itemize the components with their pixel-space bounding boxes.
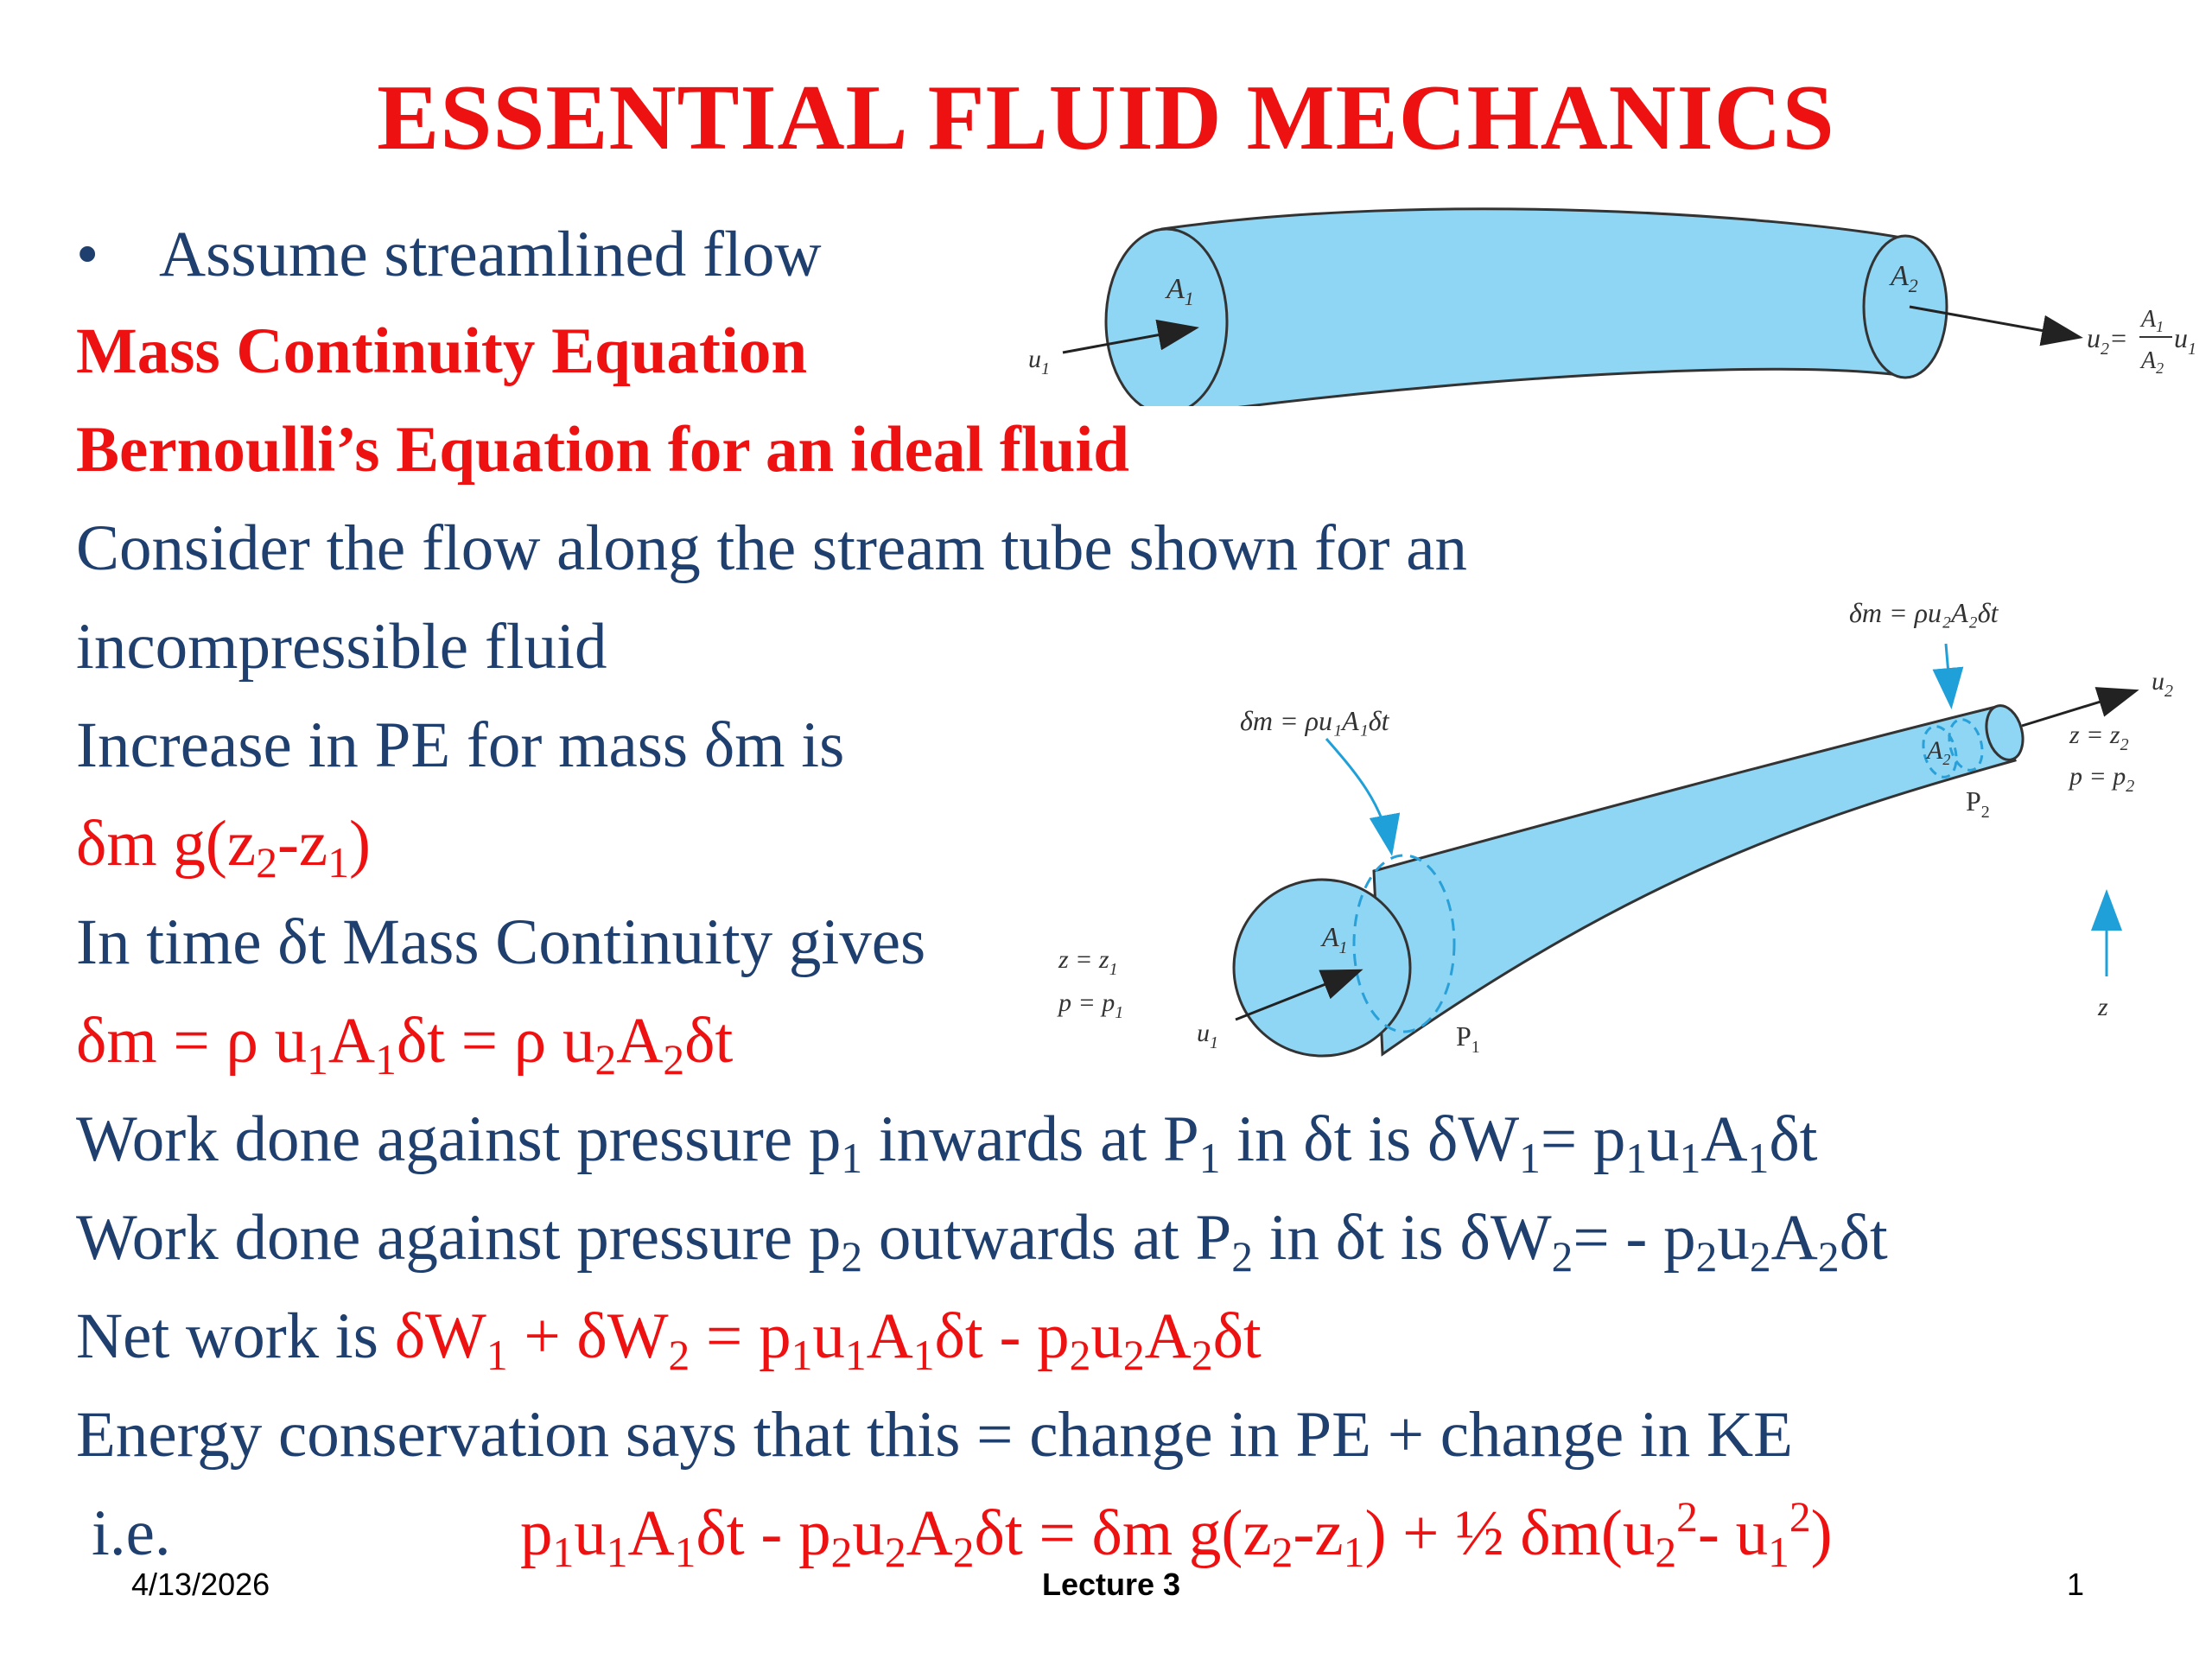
bullet-line: • Assume streamlined flow <box>76 216 822 294</box>
svg-text:u2=: u2= <box>2087 322 2128 359</box>
inclined-inlet-ellipse <box>1232 878 1412 1058</box>
text-in-time: In time δt Mass Continuity gives <box>76 906 926 978</box>
bullet-dot: • <box>76 219 99 290</box>
eq-bernoulli-derivation: p1u1A1δt - p2u2A2δt = δm g(z2-z1) + ½ δm… <box>520 1492 1833 1576</box>
label-inclined-a1: A1 <box>1320 921 1348 957</box>
tube-outlet-ellipse <box>1862 234 1948 379</box>
slide-title: ESSENTIAL FLUID MECHANICS <box>377 67 1835 169</box>
label-z2-eq: z = z2 <box>2069 721 2129 754</box>
label-u2-equation: u2= A1 A2 u1 <box>2087 306 2195 377</box>
text-net-work: Net work is δW1 + δW2 = p1u1A1δt - p2u2A… <box>76 1300 1262 1379</box>
label-inclined-u2: u2 <box>2152 667 2173 701</box>
label-p2-point: P2 <box>1966 785 1990 822</box>
text-ie: i.e. <box>92 1497 171 1569</box>
label-inclined-u1: u1 <box>1197 1019 1218 1052</box>
eq-pe: δm g(z2-z1) <box>76 808 371 887</box>
svg-text:A2: A2 <box>2139 347 2164 377</box>
inclined-inlet-arrow <box>1235 969 1363 1021</box>
inclined-inlet-dashed <box>1352 854 1456 1033</box>
inclined-tube-body <box>1372 705 2017 1057</box>
bullet-text: Assume streamlined flow <box>159 219 822 290</box>
text-energy: Energy conservation says that this = cha… <box>76 1399 1793 1471</box>
inclined-outlet-ellipse <box>1985 704 2024 761</box>
dm-top-pointer <box>1932 643 1964 709</box>
tube-body <box>1160 207 1907 406</box>
label-dm-top: δm = ρu₂A₂δt <box>1849 597 1999 628</box>
eq-net-work: δW1 + δW2 = p1u1A1δt - p2u2A2δt <box>394 1300 1262 1379</box>
outlet-arrow <box>1909 305 2083 346</box>
label-z-axis: z <box>2097 993 2108 1021</box>
label-a1: A1 <box>1165 273 1194 309</box>
label-dm-left: δm = ρu₁A₁δt <box>1240 705 1390 736</box>
label-u1: u1 <box>1028 345 1050 378</box>
svg-text:A1: A1 <box>2139 306 2164 335</box>
inclined-stream-tube-diagram: δm = ρu₂A₂δt δm = ρu₁A₁δt A1 A2 u1 u2 P1… <box>1057 597 2173 1058</box>
text-consider-2: incompressible fluid <box>76 611 607 683</box>
eq-mass-continuity: δm = ρ u1A1δt = ρ u2A2δt <box>76 1005 734 1084</box>
footer-page-number: 1 <box>2067 1567 2085 1602</box>
text-work-p2: Work done against pressure p2 outwards a… <box>76 1202 1888 1281</box>
inclined-outlet-arrow <box>2021 687 2139 728</box>
inlet-arrow <box>1062 319 1199 354</box>
svg-text:u1: u1 <box>2174 322 2195 359</box>
label-p2-eq: p = p2 <box>2068 762 2134 796</box>
heading-mass-continuity: Mass Continuity Equation <box>76 315 808 387</box>
label-p1-point: P1 <box>1456 1020 1480 1057</box>
dm-left-pointer <box>1325 738 1401 856</box>
label-p1-eq: p = p1 <box>1057 988 1123 1022</box>
label-inclined-a2: A2 <box>1925 736 1950 768</box>
label-a2: A2 <box>1889 260 1918 296</box>
text-work-p1: Work done against pressure p1 inwards at… <box>76 1103 1818 1182</box>
footer-lecture: Lecture 3 <box>1042 1567 1181 1602</box>
footer-date: 4/13/2026 <box>131 1567 270 1602</box>
text-increase-pe: Increase in PE for mass δm is <box>76 709 845 781</box>
inclined-outlet-dashed-1 <box>1922 725 1958 779</box>
heading-bernoulli: Bernoulli’s Equation for an ideal fluid <box>76 414 1130 486</box>
text-consider-1: Consider the flow along the stream tube … <box>76 512 1468 584</box>
label-z1-eq: z = z1 <box>1058 945 1118 979</box>
stream-tube-diagram: A1 A2 u1 u2= A1 A2 u1 <box>1028 207 2195 406</box>
tube-inlet-ellipse <box>1104 227 1229 406</box>
inclined-outlet-dashed-2 <box>1948 718 1984 772</box>
